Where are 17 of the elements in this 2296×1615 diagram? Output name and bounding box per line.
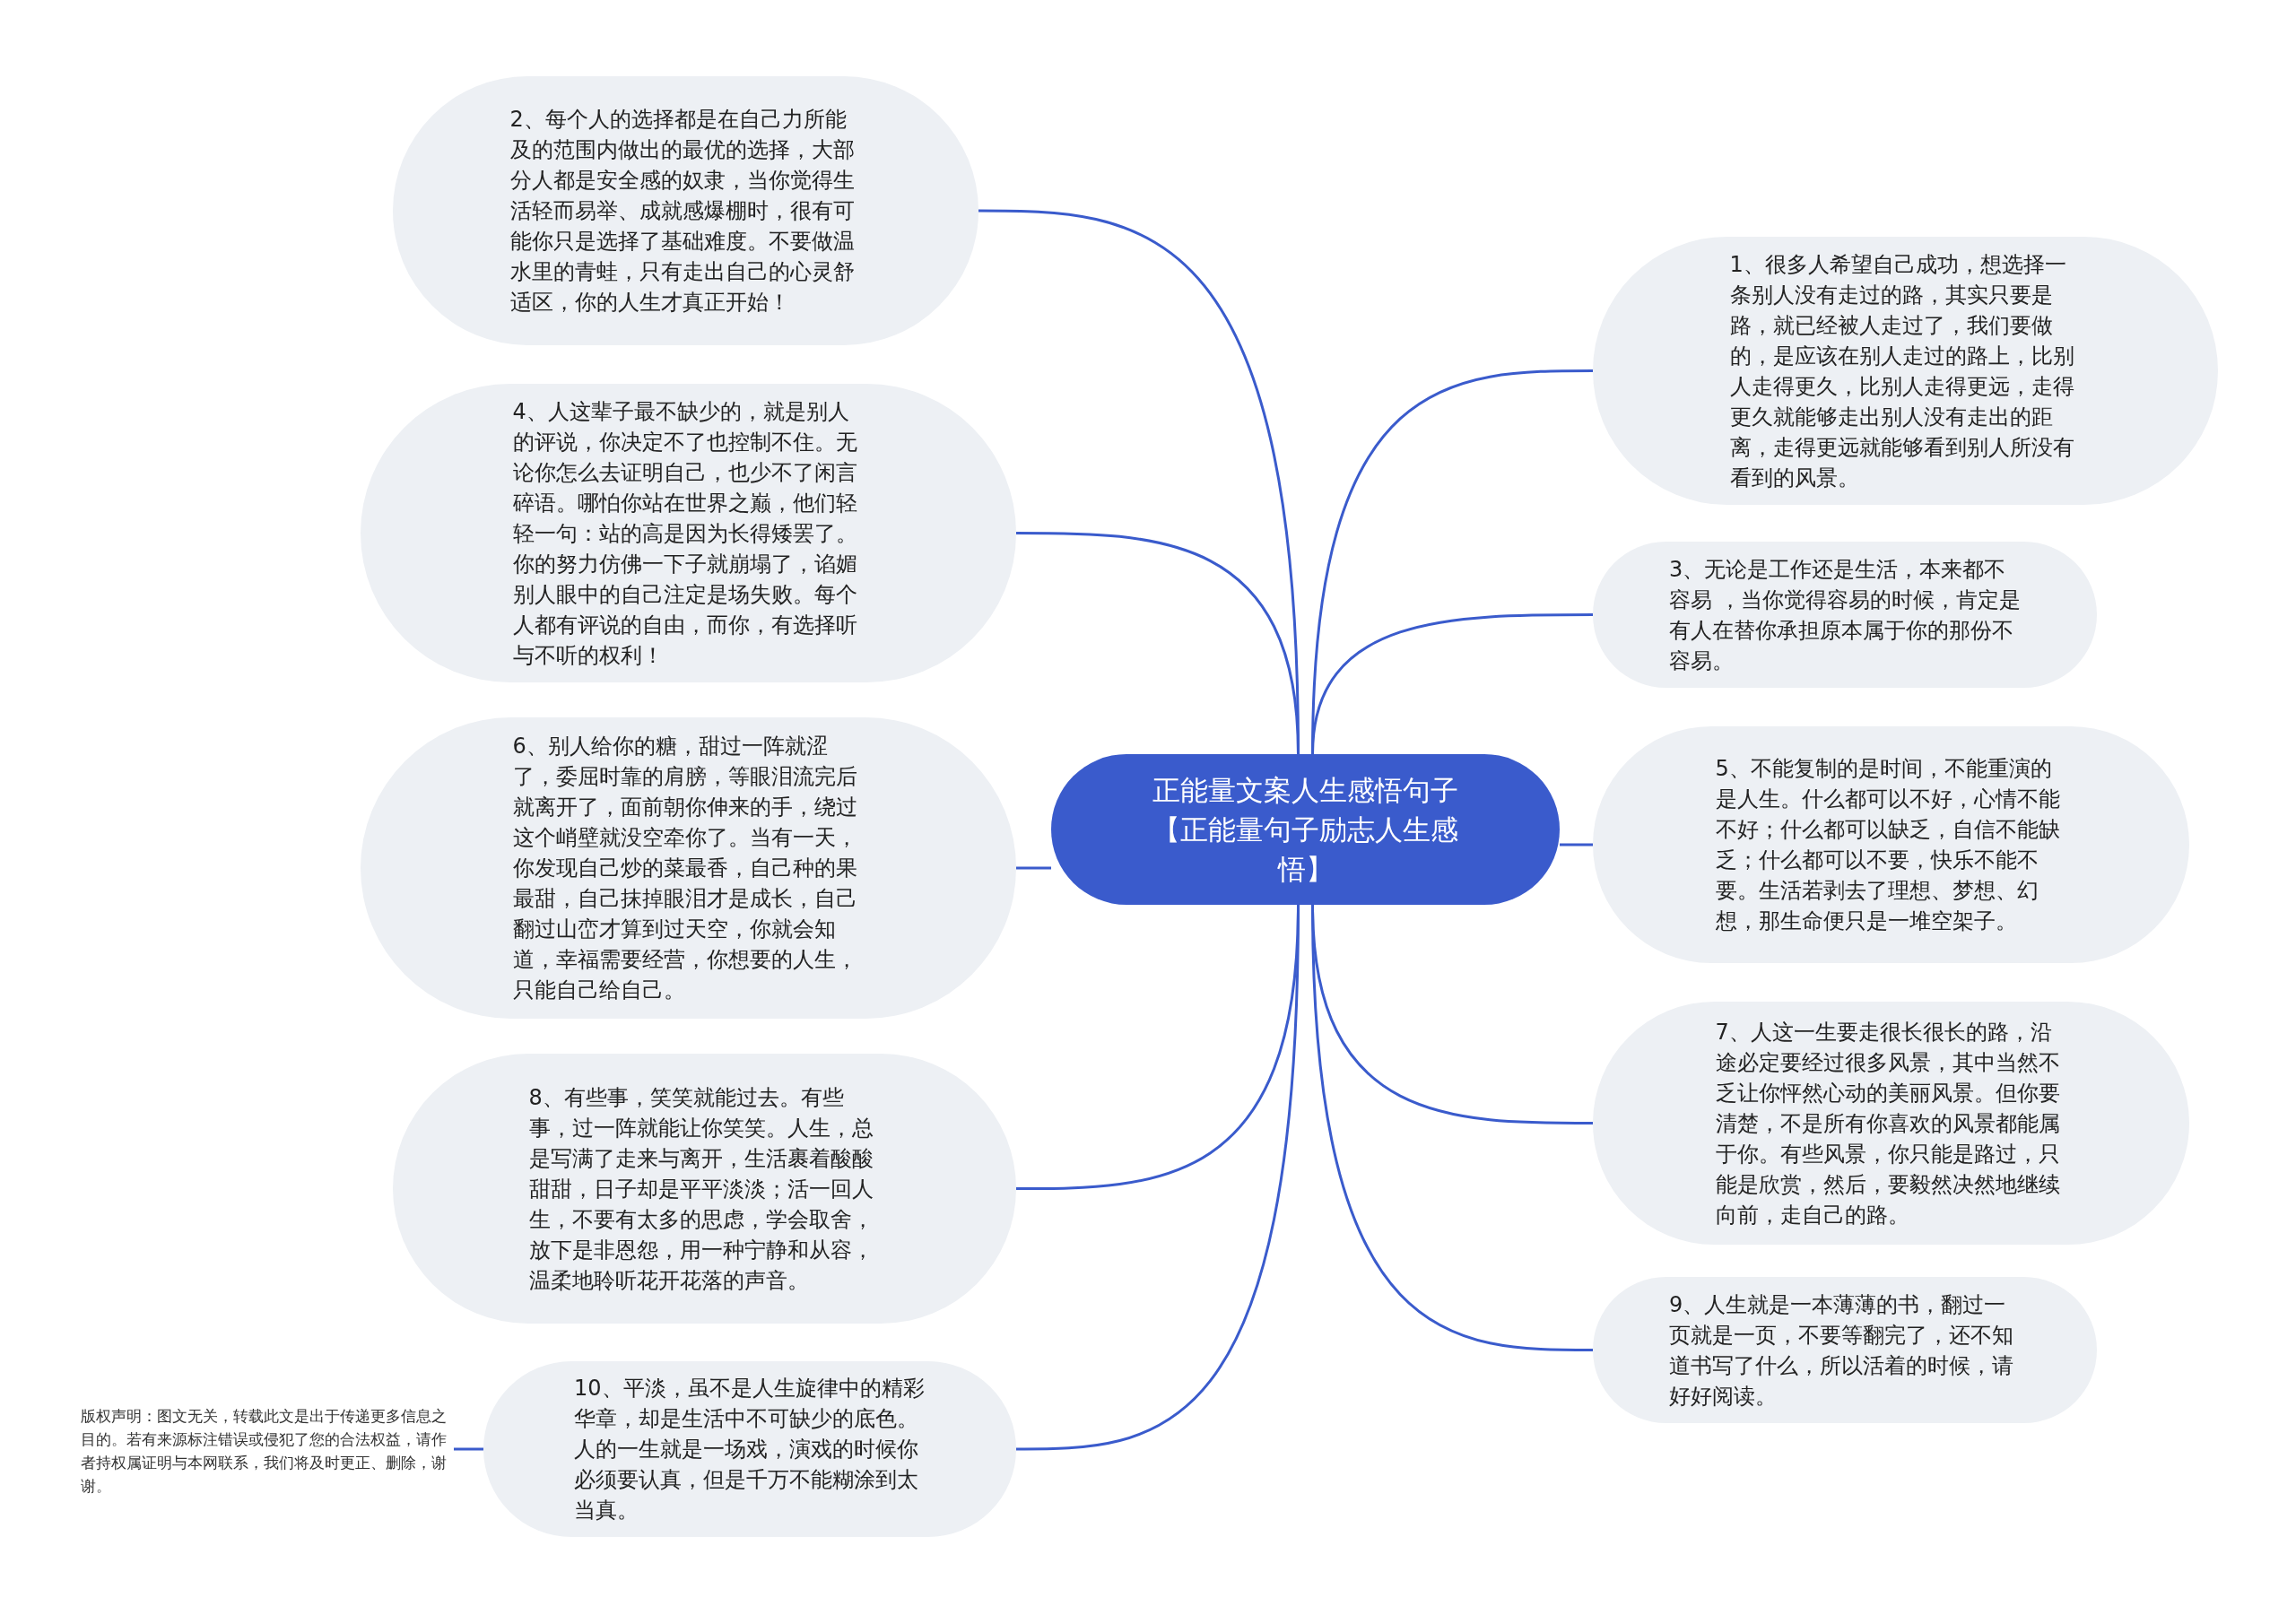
quote-text: 7、人这一生要走很长很长的路，沿途必定要经过很多风景，其中当然不乏让你怦然心动的美丽风景。但你要清楚，不是所有你喜欢的风景都能属于你。有些风景，你只能是路过，只能是欣赏，然后，要毅然决然地继续向前，走自己的路。 bbox=[1715, 1018, 2061, 1229]
quote-text: 4、人这辈子最不缺少的，就是别人的评说，你决定不了也控制不住。无论你怎么去证明自己，也少不了闲言碎语。哪怕你站在世界之巅，他们轻轻一句：站的高是因为长得矮罢了。你的努力仿佛一下子就崩塌了，谄媚别人眼中的自己注定是场失败。每个人都有评说的自由，而你，有选择听与不听的权利！ bbox=[512, 397, 858, 670]
connector-line bbox=[1560, 843, 1593, 847]
quote-text: 2、每个人的选择都是在自己力所能及的范围内做出的最优的选择，大部分人都是安全感的奴隶，当你觉得生活轻而易举、成就感爆棚时，很有可能你只是选择了基础难度。不要做温水里的青蛙，只有走出自己的心灵舒适区，你的人生才真正开始！ bbox=[509, 106, 856, 317]
quote-text: 9、人生就是一本薄薄的书，翻过一页就是一页，不要等翻完了，还不知道书写了什么，所以活着的时候，请好好阅读。 bbox=[1669, 1290, 2014, 1411]
connector-line bbox=[454, 1447, 483, 1451]
connector-line bbox=[1016, 866, 1051, 870]
quote-text: 10、平淡，虽不是人生旋律中的精彩华章，却是生活中不可缺少的底色。人的一生就是一场戏，演戏的时候你必须要认真，但是千万不能糊涂到太当真。 bbox=[574, 1375, 926, 1524]
quote-text: 3、无论是工作还是生活，本来都不容易 ，当你觉得容易的时候，肯定是有人在替你承担原本属于你的那份不容易。 bbox=[1669, 555, 2021, 675]
quote-text: 5、不能复制的是时间，不能重演的是人生。什么都可以不好，心情不能不好；什么都可以缺乏，自信不能缺乏；什么都可以不要，快乐不能不要。生活若剥去了理想、梦想、幻想，那生命便只是一堆空架子。 bbox=[1715, 755, 2061, 935]
connector-line bbox=[1311, 613, 1593, 755]
connector-line bbox=[1016, 532, 1300, 755]
topic-text: 正能量文案人生感悟句子【正能量句子励志人生感悟】 bbox=[1152, 773, 1459, 887]
copyright-notice: 版权声明：图文无关，转载此文是出于传递更多信息之目的。若有来源标注错误或侵犯了您的合法权益，请作者持权属证明与本网联系，我们将及时更正、删除，谢谢。 bbox=[81, 1404, 454, 1498]
quote-text: 1、很多人希望自己成功，想选择一条别人没有走过的路，其实只要是路，就已经被人走过了，我们要做的，是应该在别人走过的路上，比别人走得更久，比别人走得更远，走得更久就能够走出别人没有走出的距离，走得更远就能够看到别人所没有看到的风景。 bbox=[1729, 250, 2075, 492]
quote-text: 8、有些事，笑笑就能过去。有些事，过一阵就能让你笑笑。人生，总是写满了走来与离开，生活裹着酸酸甜甜，日子却是平平淡淡；活一回人生，不要有太多的思虑，学会取舍，放下是非恩怨，用一种宁静和从容，温柔地聆听花开花落的声音。 bbox=[528, 1083, 874, 1295]
quote-text: 6、别人给你的糖，甜过一阵就涩了，委屈时靠的肩膀，等眼泪流完后就离开了，面前朝你伸来的手，绕过这个峭壁就没空牵你了。当有一天，你发现自己炒的菜最香，自己种的果最甜，自己抹掉眼泪才是成长，自己翻过山峦才算到过天空，你就会知道，幸福需要经营，你想要的人生，只能自己给自己。 bbox=[512, 733, 858, 1004]
